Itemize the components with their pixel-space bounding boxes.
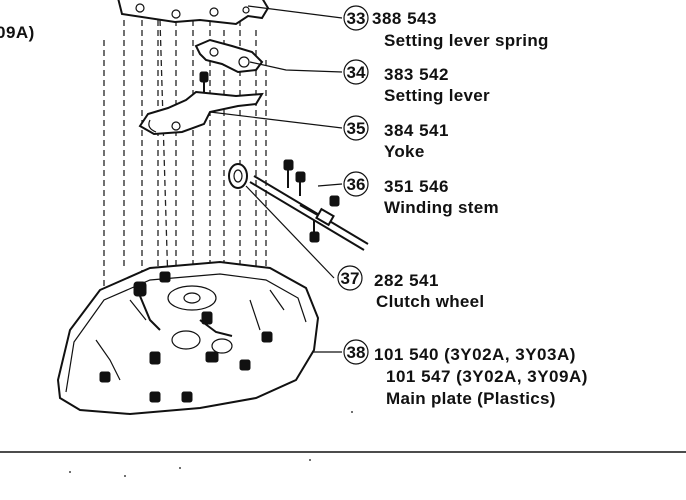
- specks: [69, 411, 353, 477]
- callout-marker: [343, 171, 369, 197]
- callout-number: 38: [347, 343, 366, 362]
- part-description: Setting lever spring: [384, 31, 549, 50]
- callout-37: 37 282 541 Clutch wheel: [337, 265, 484, 311]
- callout-marker: [343, 339, 369, 365]
- part-description: Clutch wheel: [376, 292, 484, 311]
- callout-35: 35 384 541 Yoke: [343, 115, 449, 161]
- callout-33: 33 388 543 Setting lever spring: [343, 5, 549, 50]
- setting-lever-spring-drawing: [117, 0, 270, 26]
- part-number: 384 541: [384, 121, 449, 140]
- callout-number: 33: [347, 9, 366, 28]
- winding-stem-drawing: [228, 159, 369, 251]
- part-description: Main plate (Plastics): [386, 389, 556, 408]
- callout-34: 34 383 542 Setting lever: [343, 59, 490, 105]
- part-number: 383 542: [384, 65, 449, 84]
- callout-number: 36: [347, 175, 366, 194]
- callout-marker: [343, 115, 369, 141]
- edge-label: 09A): [0, 23, 35, 42]
- part-description: Setting lever: [384, 86, 490, 105]
- callout-number: 35: [347, 119, 366, 138]
- part-description: Winding stem: [384, 198, 499, 217]
- guide-lines: [103, 19, 267, 345]
- part-number: 282 541: [374, 271, 439, 290]
- setting-lever-drawing: [194, 38, 264, 74]
- main-plate-drawing: [56, 260, 320, 416]
- part-number: 101 540 (3Y02A, 3Y03A): [374, 345, 576, 364]
- part-number: 351 546: [384, 177, 449, 196]
- part-number: 388 543: [372, 9, 437, 28]
- callout-number: 34: [347, 63, 366, 82]
- callout-marker: [343, 5, 369, 31]
- callout-marker: [337, 265, 363, 291]
- part-description: Yoke: [384, 142, 425, 161]
- callout-38: 38 101 540 (3Y02A, 3Y03A) 101 547 (3Y02A…: [343, 339, 588, 408]
- callout-marker: [343, 59, 369, 85]
- callout-36: 36 351 546 Winding stem: [343, 171, 499, 217]
- part-number: 101 547 (3Y02A, 3Y09A): [386, 367, 588, 386]
- callout-number: 37: [341, 269, 360, 288]
- yoke-drawing: [138, 90, 264, 136]
- leader-lines: [209, 5, 343, 353]
